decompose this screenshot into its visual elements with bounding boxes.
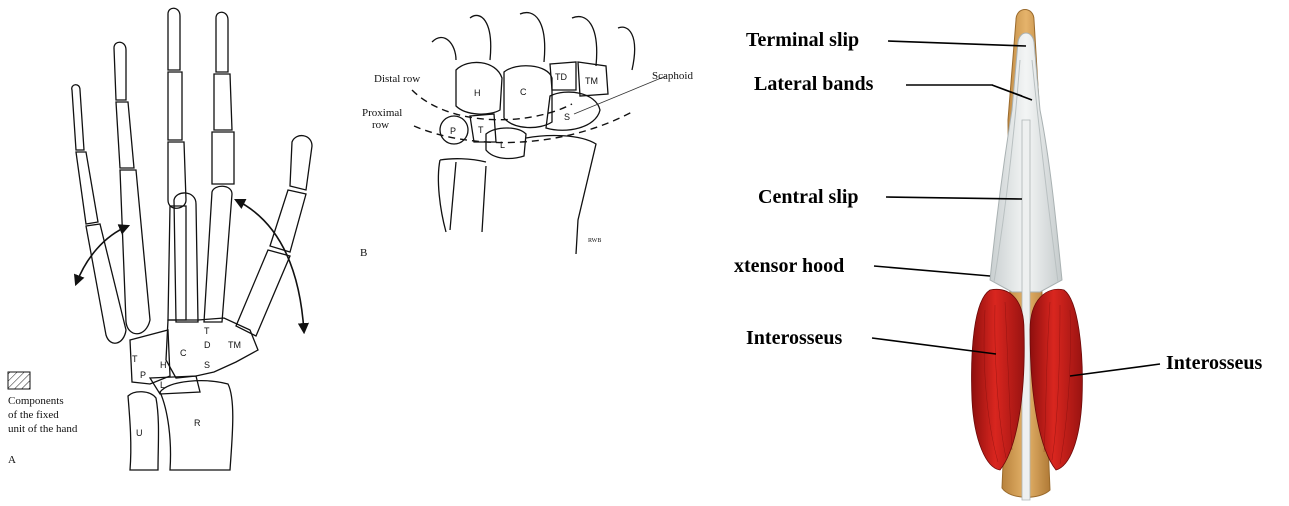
panel-b-letter: B bbox=[360, 247, 367, 259]
legend-line-2: of the fixed bbox=[8, 409, 59, 421]
terminal-slip-label: Terminal slip bbox=[746, 29, 859, 51]
label-b-l: L bbox=[500, 140, 505, 150]
panel-b-carpal-rows: Distal row Proximal row Scaphoid H C TD … bbox=[360, 13, 693, 259]
proximal-row-label-1: Proximal bbox=[362, 107, 402, 119]
legend-line-3: unit of the hand bbox=[8, 423, 78, 435]
ulna-bone bbox=[128, 392, 159, 470]
interosseus-right-leader bbox=[1070, 364, 1160, 376]
label-a-t: T bbox=[132, 354, 138, 364]
distal-row-label: Distal row bbox=[374, 73, 420, 85]
lunate-region bbox=[150, 376, 200, 394]
ulna-b bbox=[438, 160, 446, 232]
label-a-c: C bbox=[180, 348, 187, 358]
interosseus-left-label: Interosseus bbox=[746, 327, 843, 349]
label-b-t: T bbox=[478, 125, 484, 135]
panel-a-letter: A bbox=[8, 454, 16, 466]
label-b-td: TD bbox=[555, 72, 567, 82]
index-finger bbox=[204, 12, 234, 322]
panel-c-extensor-mechanism: Terminal slip Lateral bands Central slip… bbox=[734, 10, 1263, 501]
middle-finger bbox=[168, 8, 186, 320]
label-b-c: C bbox=[520, 87, 527, 97]
metacarpal-bases bbox=[432, 13, 635, 70]
central-tendon bbox=[1022, 120, 1030, 500]
label-a-u: U bbox=[136, 428, 143, 438]
terminal-slip-leader bbox=[888, 41, 1026, 46]
label-a-l: L bbox=[160, 380, 165, 390]
extensor-hood-leader bbox=[874, 266, 990, 276]
label-a-td-d: D bbox=[204, 340, 211, 350]
label-b-tm: TM bbox=[585, 76, 598, 86]
label-b-p: P bbox=[450, 126, 456, 136]
lunate bbox=[486, 128, 526, 158]
legend-hatch-swatch bbox=[8, 372, 30, 389]
panel-a-hand-skeleton: T P H C T D TM S L U R Components of the… bbox=[8, 8, 312, 470]
label-a-h: H bbox=[160, 360, 167, 370]
label-a-tm: TM bbox=[228, 340, 241, 350]
radial-arc-arrow bbox=[236, 200, 304, 332]
label-b-s: S bbox=[564, 112, 570, 122]
interosseus-right-label: Interosseus bbox=[1166, 352, 1263, 374]
proximal-row-label-2: row bbox=[372, 119, 389, 131]
radius-ulna-b bbox=[440, 136, 596, 254]
ring-finger bbox=[114, 42, 150, 334]
label-a-p: P bbox=[140, 370, 146, 380]
scaphoid-label: Scaphoid bbox=[652, 70, 693, 82]
label-a-td-t: T bbox=[204, 326, 210, 336]
label-b-h: H bbox=[474, 88, 481, 98]
lateral-bands-label: Lateral bands bbox=[754, 73, 874, 95]
central-slip-label: Central slip bbox=[758, 186, 859, 208]
label-a-r: R bbox=[194, 418, 201, 428]
capitate bbox=[504, 66, 552, 128]
label-a-s: S bbox=[204, 360, 210, 370]
extensor-hood-label: xtensor hood bbox=[734, 255, 844, 277]
legend-line-1: Components bbox=[8, 395, 64, 407]
artist-signature: RWB bbox=[588, 238, 601, 244]
